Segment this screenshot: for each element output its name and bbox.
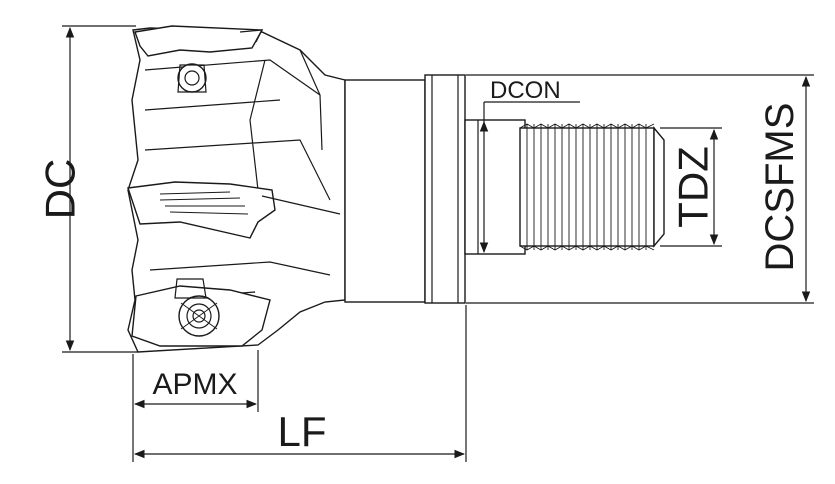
lf-dimension: LF xyxy=(133,305,467,462)
dcon-dimension: DCON xyxy=(479,77,580,254)
thread-chamfer xyxy=(653,126,665,248)
lf-label: LF xyxy=(277,408,326,455)
top-screw xyxy=(177,63,207,93)
thread-lines xyxy=(519,123,655,251)
shank xyxy=(464,119,526,255)
tdz-dimension: TDZ xyxy=(660,127,722,247)
apmx-label: APMX xyxy=(152,368,237,401)
tdz-label: TDZ xyxy=(670,146,717,228)
middle-insert xyxy=(127,181,276,239)
dcsfms-dimension: DCSFMS xyxy=(466,74,814,304)
tool-body xyxy=(127,25,665,353)
flange xyxy=(424,74,466,304)
apmx-dimension: APMX xyxy=(132,350,259,462)
dc-label: DC xyxy=(37,159,84,220)
threaded-shank xyxy=(519,127,655,247)
neck xyxy=(344,79,426,303)
dcsfms-label: DCSFMS xyxy=(758,103,802,272)
dcon-label: DCON xyxy=(490,77,561,104)
dc-dimension: DC xyxy=(37,25,138,353)
top-insert xyxy=(134,25,264,57)
